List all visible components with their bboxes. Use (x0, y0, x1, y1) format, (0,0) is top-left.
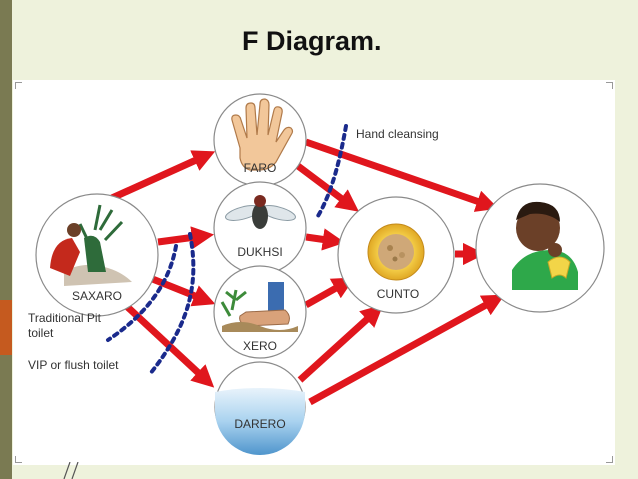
label-traditional-pit-2: toilet (28, 326, 54, 340)
water-icon (215, 388, 305, 455)
barrier-vip-flush (148, 232, 196, 376)
fly-icon (225, 195, 296, 229)
arrow-dukhsi-cunto (305, 228, 346, 251)
food-plate-icon (367, 223, 425, 281)
arrow-saxaro-dukhsi (157, 226, 215, 249)
saxaro-illustration (50, 204, 132, 286)
barrier-labels: Hand cleansing Traditional Pit toilet VI… (28, 127, 439, 372)
label-dukhsi: DUKHSI (237, 245, 282, 259)
arrow-saxaro-xero (148, 274, 216, 307)
label-faro: FARO (244, 161, 277, 175)
label-vip-flush: VIP or flush toilet (28, 358, 119, 372)
barrier-hand-cleansing (316, 124, 348, 218)
label-saxaro: SAXARO (72, 289, 122, 303)
arrow-darero-cunto (297, 304, 384, 383)
arrow-faro-cunto (295, 163, 359, 212)
label-xero: XERO (243, 339, 277, 353)
label-cunto: CUNTO (377, 287, 419, 301)
hand-icon (231, 98, 294, 171)
corner-mark (15, 82, 22, 89)
label-darero: DARERO (234, 417, 285, 431)
foot-soil-icon (220, 282, 298, 332)
label-traditional-pit-1: Traditional Pit (28, 311, 102, 325)
slide-left-bar (0, 0, 12, 479)
arrow-saxaro-darero (117, 297, 215, 388)
child-eating-icon (512, 201, 578, 290)
decorative-slash (63, 462, 79, 479)
barrier-traditional-pit (106, 244, 178, 342)
arrow-faro-child (304, 138, 499, 212)
slide-title: F Diagram. (242, 26, 382, 56)
node-labels: SAXARO FARO DUKHSI XERO DARERO CUNTO (72, 161, 419, 431)
slide-left-bar-accent (0, 300, 12, 355)
arrow-xero-cunto (304, 277, 355, 309)
label-hand-cleansing: Hand cleansing (356, 127, 439, 141)
arrows (110, 138, 505, 406)
arrow-darero-child (308, 294, 505, 406)
arrow-saxaro-faro (110, 150, 216, 202)
barriers (106, 124, 348, 376)
